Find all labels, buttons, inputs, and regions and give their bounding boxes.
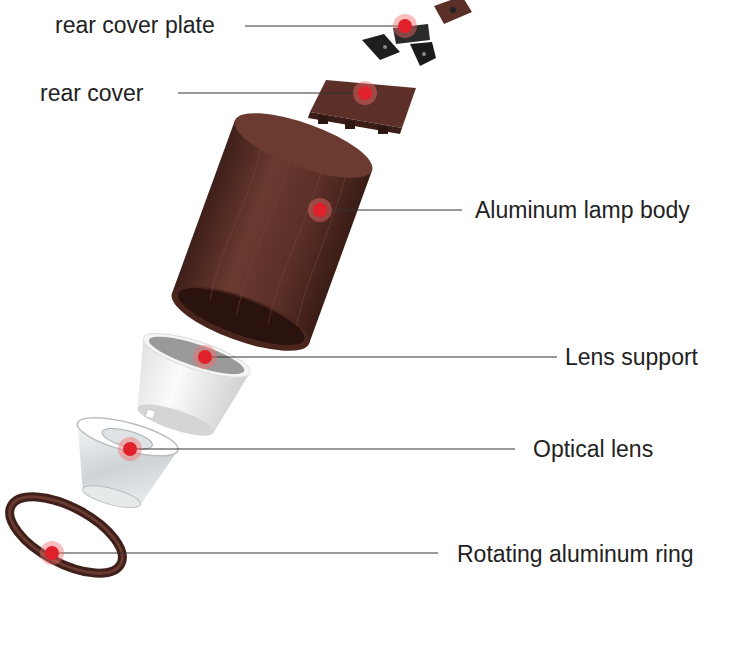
body-top <box>227 100 379 191</box>
marker-dot <box>123 442 137 456</box>
marker-halo <box>118 437 142 461</box>
bracket-left <box>362 34 400 60</box>
part-label: Lens support <box>565 344 698 370</box>
cover-foot <box>378 126 388 134</box>
mount-piece <box>434 0 472 24</box>
marker-dot <box>313 203 327 217</box>
marker-dots <box>40 14 417 565</box>
support-tab <box>145 409 155 419</box>
part-label: Rotating aluminum ring <box>457 541 694 567</box>
part-label: Aluminum lamp body <box>475 197 690 223</box>
mount-block <box>434 0 472 24</box>
lens-top <box>74 410 182 464</box>
marker-dot <box>398 19 412 33</box>
ring-highlight <box>0 481 134 589</box>
part-label: rear cover plate <box>55 12 215 38</box>
lens-bottom <box>81 481 143 512</box>
cover-plate <box>310 80 416 128</box>
marker-dot <box>45 546 59 560</box>
ring-part <box>0 481 134 589</box>
bracket-right <box>410 42 436 66</box>
screw <box>383 45 387 49</box>
leader-line <box>52 553 438 554</box>
leader-line <box>245 26 405 27</box>
cover-foot <box>318 116 328 124</box>
marker-halo <box>193 345 217 369</box>
cover-foot <box>345 121 355 129</box>
screw <box>422 52 426 56</box>
leader-line <box>130 449 515 450</box>
mount-hole <box>450 7 456 13</box>
rear-cover-part <box>308 80 416 134</box>
lamp-body-part <box>164 100 379 364</box>
marker-halo <box>308 198 332 222</box>
part-label: Optical lens <box>533 436 653 462</box>
marker-halo <box>40 541 64 565</box>
marker-dot <box>198 350 212 364</box>
marker-halo <box>393 14 417 38</box>
ring-outer <box>0 481 134 589</box>
marker-halo <box>353 81 377 105</box>
optical-lens-part <box>59 410 181 518</box>
support-inner <box>146 329 248 381</box>
support-top <box>139 325 254 386</box>
leader-line <box>178 93 365 94</box>
wood-grain <box>204 138 353 335</box>
marker-dot <box>358 86 372 100</box>
leader-line <box>205 357 557 358</box>
part-label: rear cover <box>40 80 144 106</box>
leader-line <box>320 210 462 211</box>
